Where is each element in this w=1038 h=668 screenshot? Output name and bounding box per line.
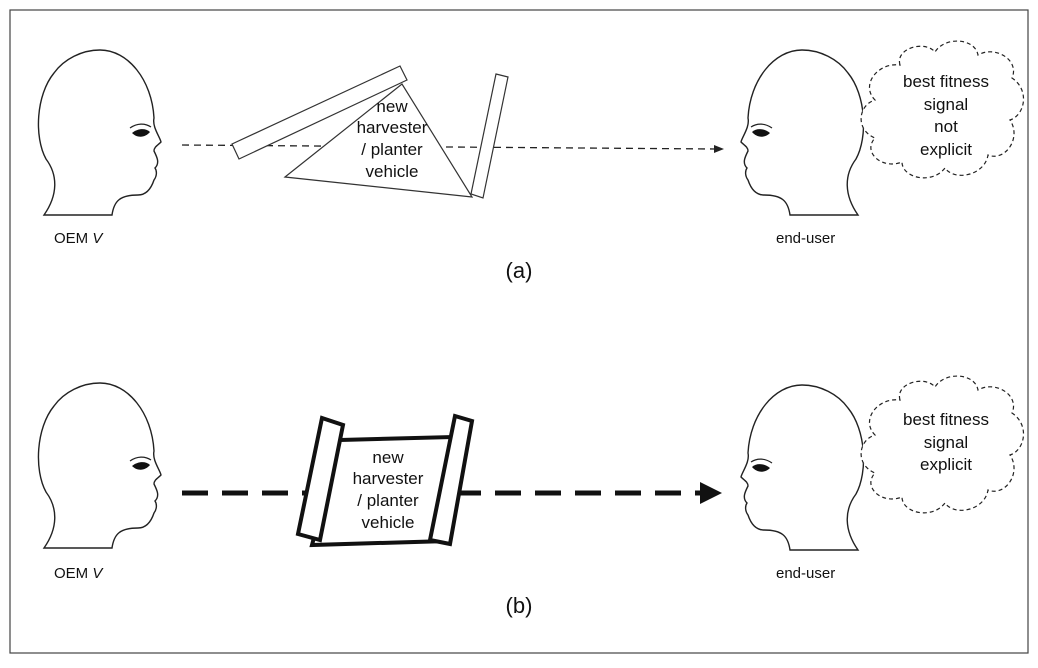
- cloud-text: best fitness signal explicit: [903, 410, 989, 474]
- svg-text:new: new: [372, 448, 404, 467]
- svg-text:explicit: explicit: [920, 140, 972, 159]
- svg-text:harvester: harvester: [357, 118, 428, 137]
- thought-cloud-icon: [860, 40, 1024, 179]
- oem-head-icon: [37, 382, 162, 549]
- svg-text:signal: signal: [924, 95, 968, 114]
- end-user-label: end-user: [776, 230, 835, 247]
- svg-text:/ planter: / planter: [361, 140, 423, 159]
- svg-text:explicit: explicit: [920, 455, 972, 474]
- end-user-head-icon: [740, 384, 865, 551]
- oem-head-icon: [37, 49, 162, 216]
- right-lens-bar: [470, 73, 509, 199]
- panel-a: OEM V new harvester / planter vehicle en…: [37, 40, 1024, 283]
- left-lens-bar: [295, 415, 346, 543]
- caption-b: (b): [506, 593, 533, 618]
- svg-text:best fitness: best fitness: [903, 410, 989, 429]
- svg-text:new: new: [376, 97, 408, 116]
- thought-cloud-icon: [860, 375, 1024, 514]
- svg-text:vehicle: vehicle: [366, 162, 419, 181]
- vehicle-label: new harvester / planter vehicle: [357, 97, 428, 181]
- signal-arrow-line: [181, 144, 716, 150]
- svg-text:vehicle: vehicle: [362, 513, 415, 532]
- panel-b: OEM V new harvester / planter vehicle en…: [37, 375, 1024, 618]
- svg-text:signal: signal: [924, 433, 968, 452]
- vehicle-label: new harvester / planter vehicle: [353, 448, 424, 532]
- caption-a: (a): [506, 258, 533, 283]
- cloud-text: best fitness signal not explicit: [903, 72, 989, 159]
- arrow-head-icon: [714, 145, 724, 153]
- svg-text:not: not: [934, 117, 958, 136]
- end-user-label: end-user: [776, 565, 835, 582]
- svg-text:harvester: harvester: [353, 469, 424, 488]
- left-lens-bar: [231, 65, 408, 160]
- svg-text:/ planter: / planter: [357, 491, 419, 510]
- right-lens-bar: [427, 413, 475, 547]
- end-user-head-icon: [740, 49, 865, 216]
- arrow-head-icon: [700, 482, 722, 504]
- figure-border: [9, 9, 1029, 654]
- svg-text:best fitness: best fitness: [903, 72, 989, 91]
- oem-label: OEM V: [54, 565, 104, 582]
- vehicle-triangle: [283, 83, 474, 198]
- oem-label: OEM V: [54, 230, 104, 247]
